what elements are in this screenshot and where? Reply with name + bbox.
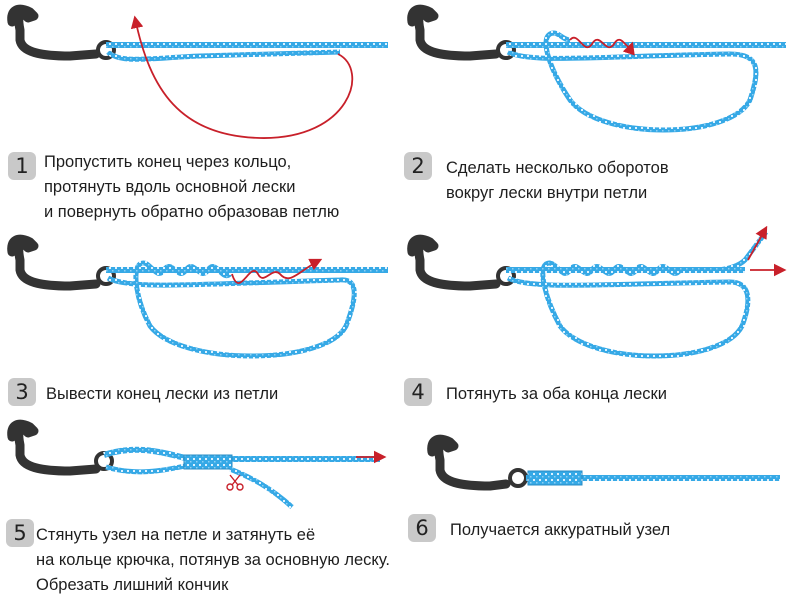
caption-line: Стянуть узел на петле и затянуть её (36, 526, 316, 544)
step-5-illustration (7, 419, 387, 509)
step-2: 2 Сделать несколько оборотов вокруг леск… (400, 0, 790, 240)
step-3-illustration (7, 234, 388, 359)
caption-line: вокруг лески внутри петли (446, 184, 648, 202)
tag-end (229, 466, 294, 509)
caption-line: на кольце крючка, потянув за основную ле… (36, 551, 390, 569)
caption-line: Пропустить конец через кольцо, (44, 153, 292, 171)
arrow-icon (231, 258, 323, 284)
caption-line: и повернуть обратно образовав петлю (44, 203, 340, 221)
fishing-hook-icon (7, 4, 116, 61)
step-6-illustration (427, 434, 780, 491)
fishing-hook-icon (407, 4, 516, 61)
step-number-badge: 3 (8, 378, 36, 406)
step-caption: Потянуть за оба конца лески (446, 382, 667, 407)
caption-line: Обрезать лишний кончик (36, 576, 229, 594)
step-caption: Получается аккуратный узел (450, 518, 670, 543)
step-4: 4 Потянуть за оба конца лески (400, 210, 790, 410)
fishing-hook-icon (407, 234, 516, 291)
main-line (103, 446, 380, 462)
loop (105, 462, 191, 475)
caption-line: Сделать несколько оборотов (446, 159, 669, 177)
arrow-icon (130, 15, 354, 139)
step-caption: Пропустить конец через кольцо, протянуть… (44, 150, 339, 225)
loop (106, 260, 357, 359)
step-number-badge: 5 (6, 519, 34, 547)
step-5: 5 Стянуть узел на петле и затянуть её на… (0, 415, 420, 601)
step-number-badge: 2 (404, 152, 432, 180)
step-caption: Сделать несколько оборотов вокруг лески … (446, 156, 669, 206)
caption-line: Потянуть за оба конца лески (446, 385, 667, 403)
caption-line: протянуть вдоль основной лески (44, 178, 296, 196)
step-4-illustration (407, 225, 787, 359)
fishing-hook-icon (7, 234, 116, 291)
arrow-icon (747, 225, 768, 261)
caption-line: Вывести конец лески из петли (46, 385, 279, 403)
loop (506, 230, 768, 359)
knot (527, 470, 583, 486)
step-number-badge: 6 (408, 514, 436, 542)
knot (183, 454, 233, 470)
fishing-hook-icon (427, 434, 528, 491)
step-6: 6 Получается аккуратный узел (400, 430, 790, 601)
loop (506, 30, 759, 133)
scissors-icon (226, 474, 244, 491)
step-caption: Стянуть узел на петле и затянуть её на к… (36, 523, 390, 598)
step-1: 1 Пропустить конец через кольцо, протяну… (0, 0, 395, 240)
step-number-badge: 4 (404, 378, 432, 406)
step-caption: Вывести конец лески из петли (46, 382, 278, 407)
step-3: 3 Вывести конец лески из петли (0, 230, 395, 410)
step-2-illustration (407, 4, 786, 133)
tag-end (106, 49, 341, 62)
step-number-badge: 1 (8, 152, 36, 180)
step-1-illustration (7, 4, 388, 139)
arrow-icon (569, 36, 635, 56)
fishing-hook-icon (7, 419, 114, 476)
caption-line: Получается аккуратный узел (450, 521, 671, 539)
